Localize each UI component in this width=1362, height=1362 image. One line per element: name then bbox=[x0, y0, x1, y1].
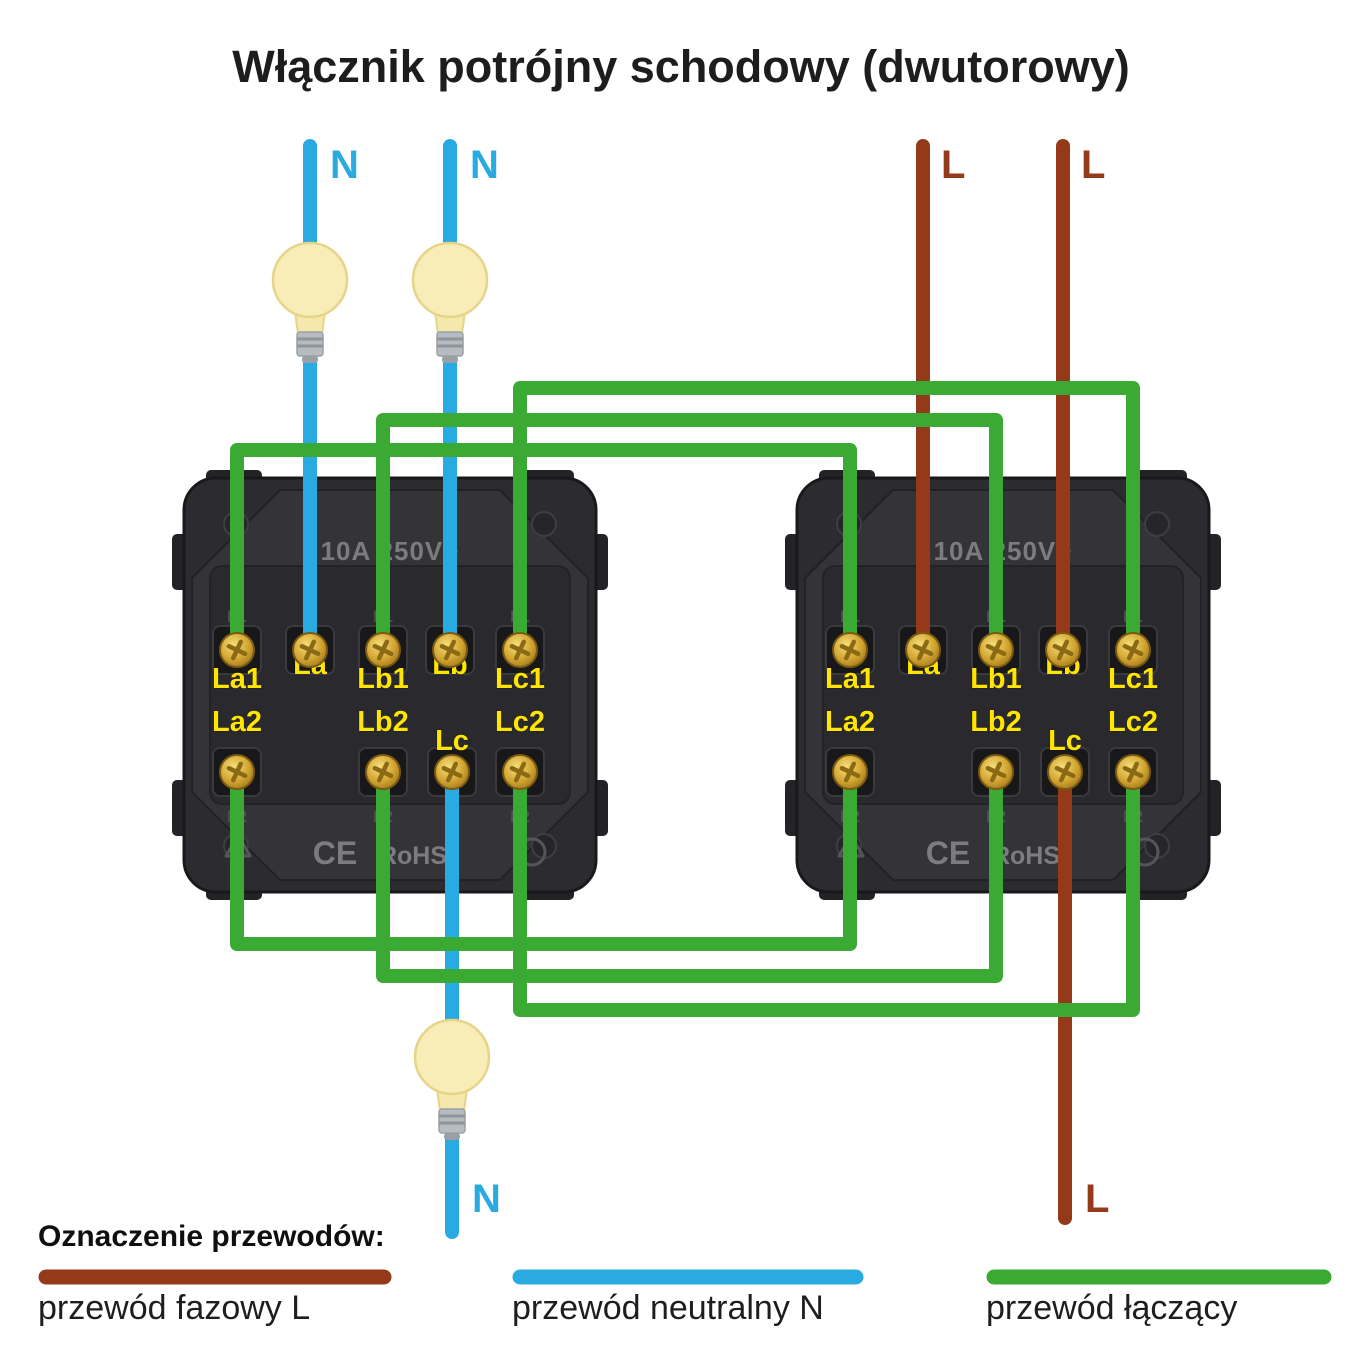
terminal-right-la bbox=[906, 633, 940, 667]
terminal-left-la1 bbox=[220, 633, 254, 667]
wire-link-lb2 bbox=[376, 765, 1003, 983]
terminal-right-lb1 bbox=[979, 633, 1013, 667]
legend-label-link: przewód łączący bbox=[986, 1289, 1237, 1327]
neutral-label-3: N bbox=[472, 1177, 501, 1221]
legend: Oznaczenie przewodów: przewód fazowy L p… bbox=[38, 1220, 1332, 1327]
legend-label-neutral: przewód neutralny N bbox=[512, 1289, 824, 1327]
terminal-left-lc2 bbox=[503, 755, 537, 789]
terminal-left-lc bbox=[435, 755, 469, 789]
terminal-left-lc1 bbox=[503, 633, 537, 667]
terminal-left-lb bbox=[433, 633, 467, 667]
terminal-right-lc bbox=[1048, 755, 1082, 789]
wire-link-lc1 bbox=[513, 381, 1140, 657]
terminal-left-la2 bbox=[220, 755, 254, 789]
terminal-right-lc2 bbox=[1116, 755, 1150, 789]
terminal-right-lb2 bbox=[979, 755, 1013, 789]
wire-link-la2 bbox=[230, 765, 857, 951]
diagram-title: Włącznik potrójny schodowy (dwutorowy) bbox=[232, 41, 1130, 92]
wire-link-lc2 bbox=[513, 765, 1140, 1017]
light-bulb-3 bbox=[413, 1018, 491, 1142]
terminal-right-lb bbox=[1046, 633, 1080, 667]
light-bulb-1 bbox=[271, 241, 349, 365]
phase-label-3: L bbox=[1085, 1177, 1109, 1221]
terminal-left-lb2 bbox=[366, 755, 400, 789]
phase-label-1: L bbox=[941, 143, 965, 187]
neutral-label-2: N bbox=[470, 143, 499, 187]
legend-label-phase: przewód fazowy L bbox=[38, 1289, 310, 1327]
terminal-right-la1 bbox=[833, 633, 867, 667]
light-bulb-2 bbox=[411, 241, 489, 365]
terminal-left-la bbox=[293, 633, 327, 667]
wire-link-la1 bbox=[230, 443, 857, 657]
neutral-label-1: N bbox=[330, 143, 359, 187]
wire-link-lb1 bbox=[376, 413, 1003, 657]
terminal-right-lc1 bbox=[1116, 633, 1150, 667]
terminal-right-la2 bbox=[833, 755, 867, 789]
terminal-left-lb1 bbox=[366, 633, 400, 667]
legend-heading: Oznaczenie przewodów: bbox=[38, 1220, 385, 1253]
phase-label-2: L bbox=[1081, 143, 1105, 187]
